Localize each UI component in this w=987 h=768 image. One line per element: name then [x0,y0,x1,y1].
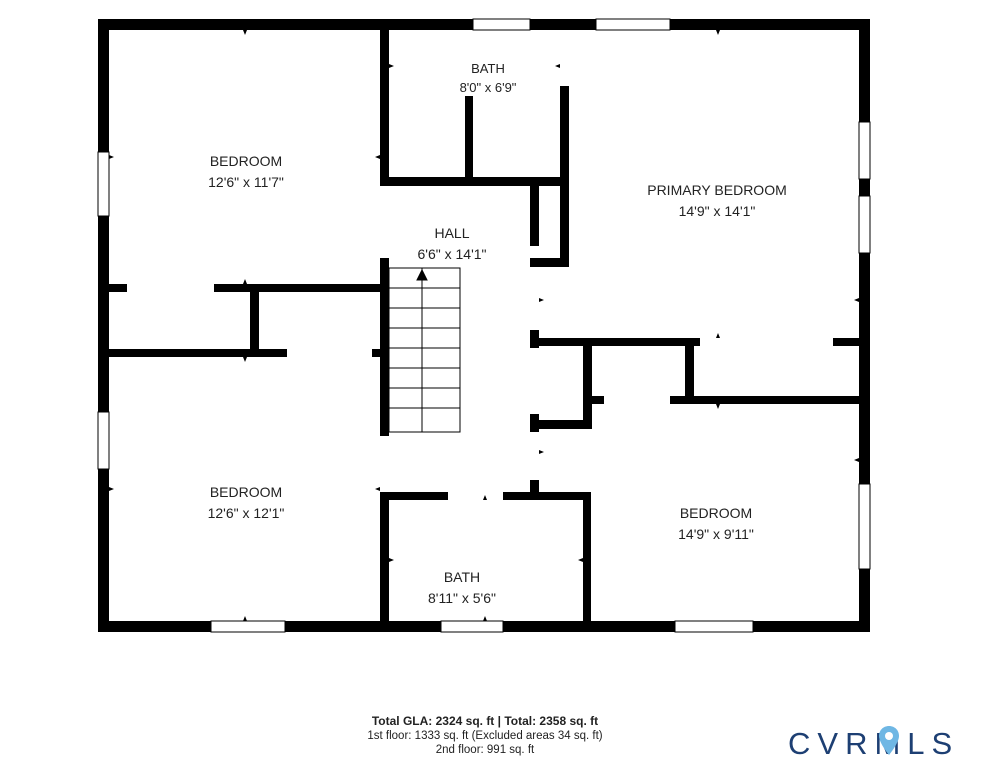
room-dims: 14'9" x 9'11" [678,526,754,542]
staircase [388,267,461,433]
room-name: BEDROOM [210,484,282,500]
exterior-walls [98,19,870,632]
room-dims: 12'6" x 12'1" [208,505,285,521]
room-label-bedroom-sw: BEDROOM 12'6" x 12'1" [208,484,285,521]
room-name: BATH [471,61,505,76]
room-dims: 14'9" x 14'1" [679,203,756,219]
floor-plan: BEDROOM 12'6" x 11'7" BATH 8'0" x 6'9" P… [97,18,871,633]
room-label-hall: HALL 6'6" x 14'1" [418,225,487,262]
room-label-bath-bottom: BATH 8'11" x 5'6" [428,569,496,606]
room-label-bedroom-se: BEDROOM 14'9" x 9'11" [678,505,754,542]
room-name: HALL [434,225,469,241]
windows [97,18,871,633]
room-label-bedroom-nw: BEDROOM 12'6" x 11'7" [208,153,284,190]
room-name: BATH [444,569,480,585]
room-name: BEDROOM [680,505,752,521]
cvrmls-logo: CVRMLS [788,726,959,761]
room-dims: 6'6" x 14'1" [418,246,487,262]
room-dims: 8'11" x 5'6" [428,590,496,606]
area-summary: Total GLA: 2324 sq. ft | Total: 2358 sq.… [235,714,735,757]
room-name: BEDROOM [210,153,282,169]
second-floor-area: 2nd floor: 991 sq. ft [435,744,535,756]
first-floor-area: 1st floor: 1333 sq. ft (Excluded areas 3… [367,730,603,742]
room-dims: 12'6" x 11'7" [208,174,284,190]
room-label-primary-bedroom: PRIMARY BEDROOM 14'9" x 14'1" [647,182,787,219]
door-markers [109,30,859,621]
room-label-bath-top: BATH 8'0" x 6'9" [460,61,517,95]
map-pin-icon [879,726,899,755]
room-dims: 8'0" x 6'9" [460,80,517,95]
room-name: PRIMARY BEDROOM [647,182,787,198]
interior-walls [109,30,859,622]
total-area: Total GLA: 2324 sq. ft | Total: 2358 sq.… [371,714,599,728]
logo-text: CVRMLS [788,726,959,761]
